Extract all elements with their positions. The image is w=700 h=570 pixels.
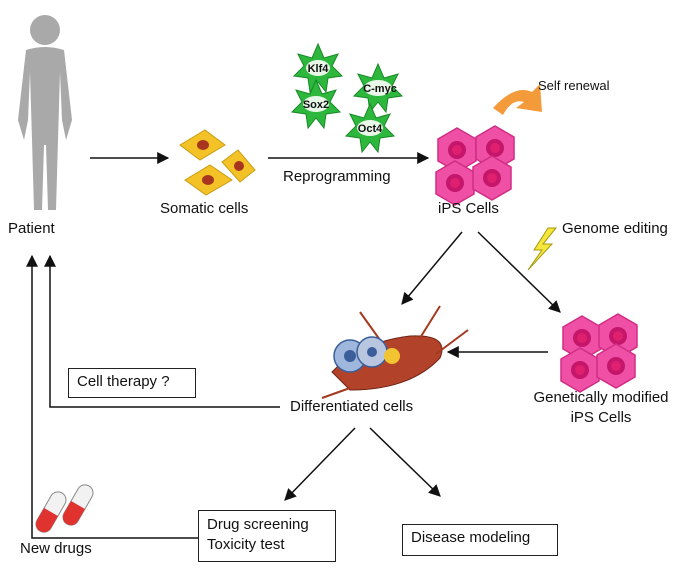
- drug-screening-box: Drug screening Toxicity test: [198, 510, 336, 562]
- genetically-modified-line2: iPS Cells: [570, 409, 632, 426]
- factor-label: Sox2: [303, 99, 329, 111]
- arrow-drugs-to-patient: [26, 254, 198, 539]
- genetically-modified-ips-cells-icon: [560, 313, 638, 393]
- arrow-ips-to-differentiated: [401, 231, 463, 305]
- new-drugs-label: New drugs: [20, 540, 92, 557]
- drug-screening-label: Drug screening: [207, 516, 309, 533]
- patient-label: Patient: [8, 220, 55, 237]
- factor-label: Klf4: [308, 63, 330, 75]
- ips-cells-icon: [435, 125, 515, 206]
- arrow-differentiated-to-drug-screening: [284, 427, 356, 501]
- arrow-differentiated-to-disease-modeling: [369, 427, 441, 497]
- self-renewal-arrow-icon: [493, 84, 542, 115]
- genetically-modified-label: Genetically modified iPS Cells: [516, 388, 686, 428]
- genetically-modified-line1: Genetically modified: [533, 389, 669, 406]
- factor-label: Oct4: [358, 123, 383, 135]
- lightning-icon: [527, 227, 558, 271]
- differentiated-cells-icon: [321, 305, 469, 399]
- reprogramming-factors-icon: [290, 42, 404, 154]
- somatic-cells-label: Somatic cells: [160, 200, 249, 217]
- genome-editing-label: Genome editing: [562, 220, 668, 237]
- cell-therapy-box: Cell therapy ?: [68, 368, 196, 398]
- somatic-cells-icon: [179, 129, 256, 196]
- patient-figure-icon: [18, 15, 72, 210]
- factor-label: C-myc: [363, 83, 397, 95]
- pills-icon: [35, 484, 94, 533]
- differentiated-cells-label: Differentiated cells: [290, 398, 414, 415]
- disease-modeling-box: Disease modeling: [402, 524, 558, 556]
- arrow-cell-therapy-to-patient: [44, 254, 280, 408]
- toxicity-test-label: Toxicity test: [207, 536, 285, 553]
- ips-cells-label: iPS Cells: [438, 200, 499, 217]
- self-renewal-label: Self renewal: [538, 78, 610, 93]
- arrow-ips-to-genetically-modified: [477, 231, 561, 313]
- reprogramming-label: Reprogramming: [283, 168, 391, 185]
